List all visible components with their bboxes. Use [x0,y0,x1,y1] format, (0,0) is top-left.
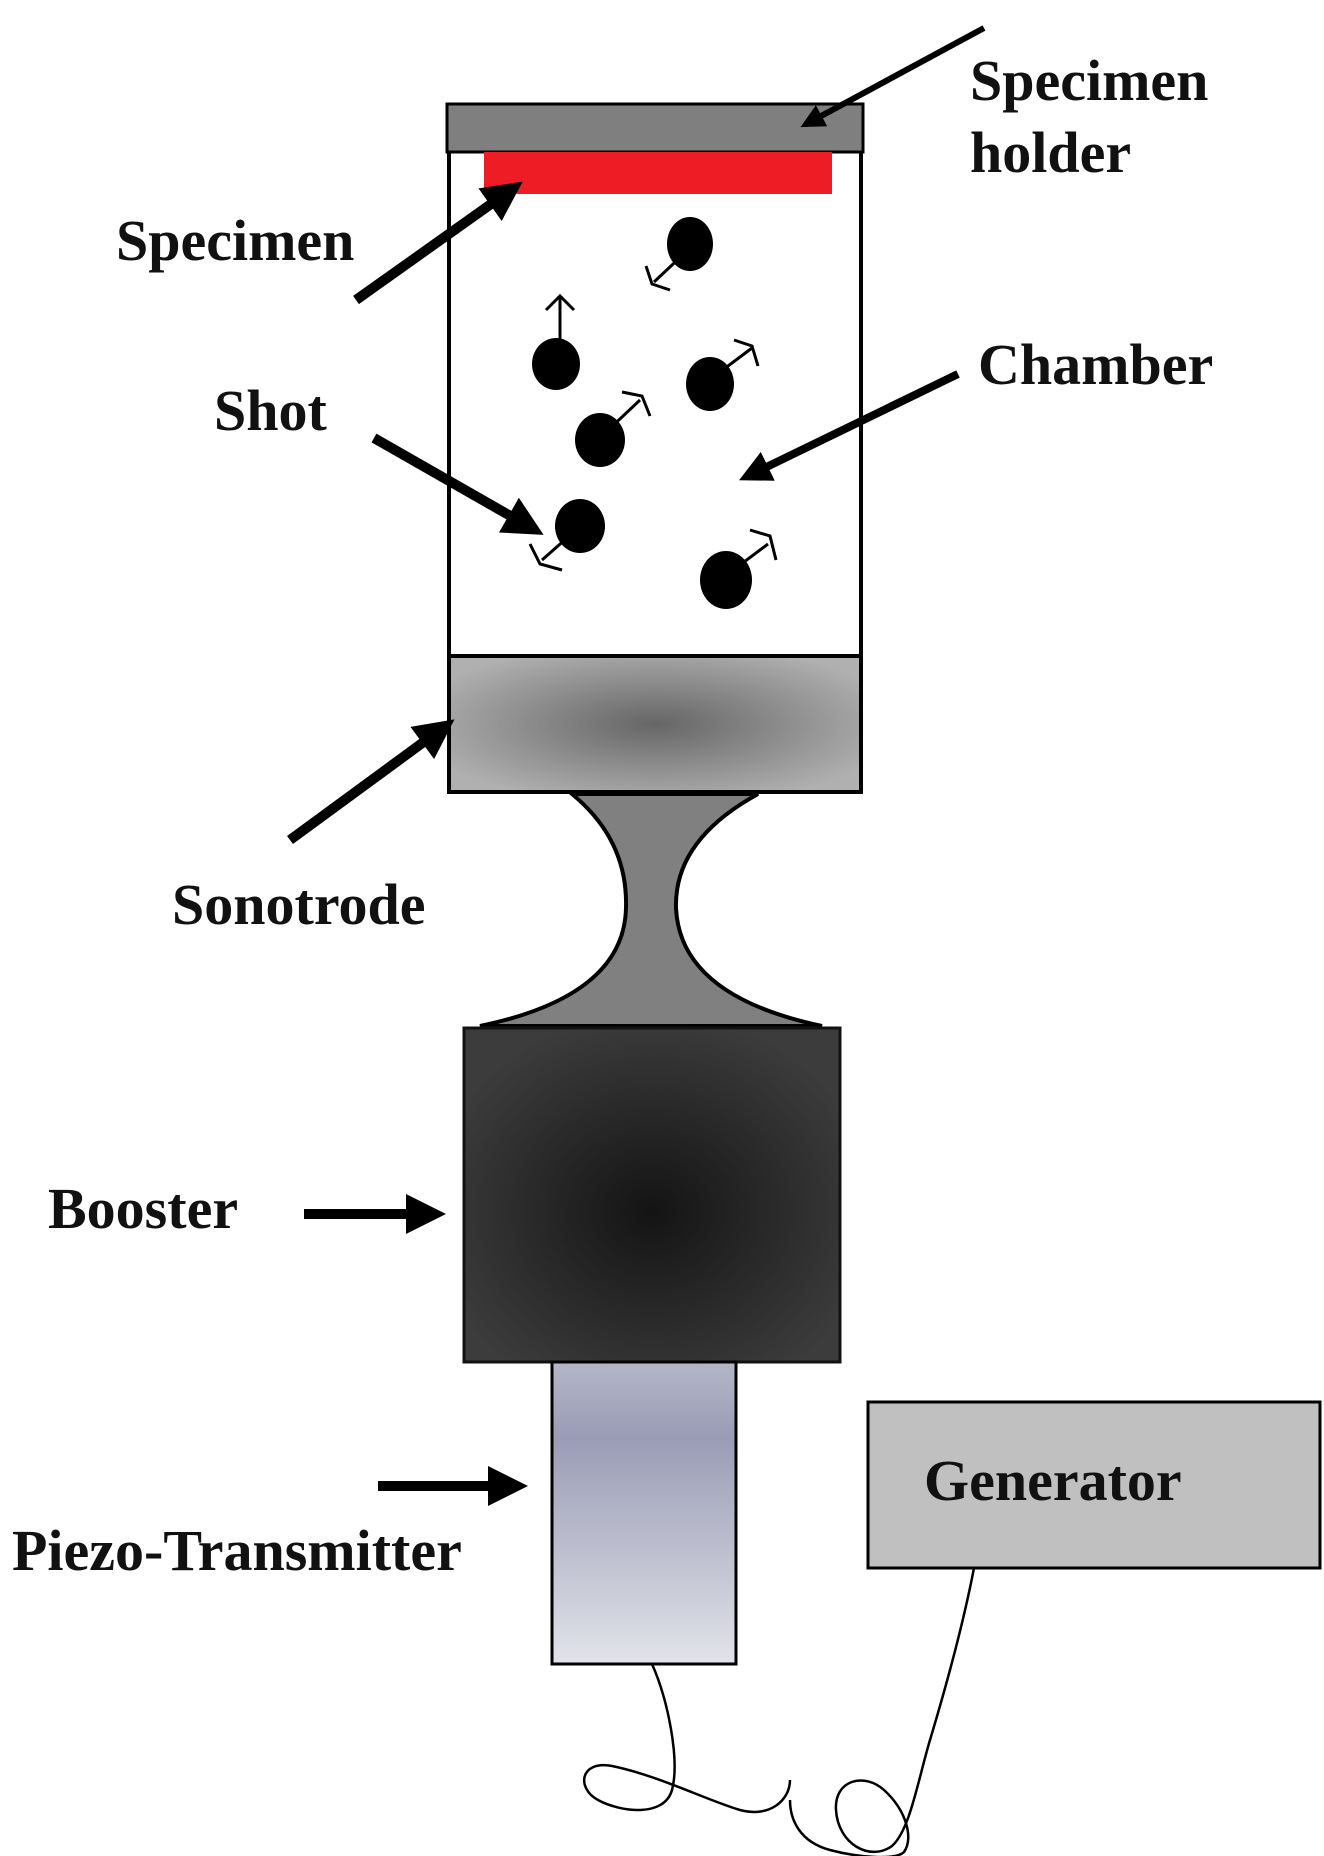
specimen [484,152,832,194]
shots [528,217,778,609]
shot-trail [544,293,576,356]
shot-label: Shot [214,378,328,443]
generator-box [866,1400,1322,1570]
specimen-holder [445,102,865,154]
sonotrode-label: Sonotrode [172,872,426,937]
sonotrode-arrow [287,719,455,845]
shot-trail [528,528,577,572]
shot-ball [700,551,752,609]
specimen-holder-arrow [800,25,986,128]
specimen-arrow [353,181,523,305]
generator-label: Generator [924,1448,1182,1513]
piezo-cable [582,1663,792,1813]
shot-ball [532,338,580,390]
shot-trail [711,338,760,380]
shot-trail [727,528,778,576]
sonotrode-horn [479,792,823,1028]
piezo-transmitter-label: Piezo-Transmitter [12,1518,462,1583]
generator-cable [788,1567,976,1856]
specimen-holder-label-line1: Specimen [970,48,1208,113]
shot-ball [555,499,605,553]
shot-arrow [371,433,544,535]
shot-trail [602,390,652,436]
chamber-label: Chamber [978,332,1213,397]
shot-trail [644,248,690,292]
booster-label: Booster [48,1176,238,1241]
sonotrode-block [447,654,863,794]
piezo-transmitter-block [550,1360,738,1666]
specimen-holder-label-line2: holder [970,120,1131,185]
chamber-arrow [739,370,960,481]
specimen-label: Specimen [116,208,354,273]
booster-block [462,1026,842,1364]
